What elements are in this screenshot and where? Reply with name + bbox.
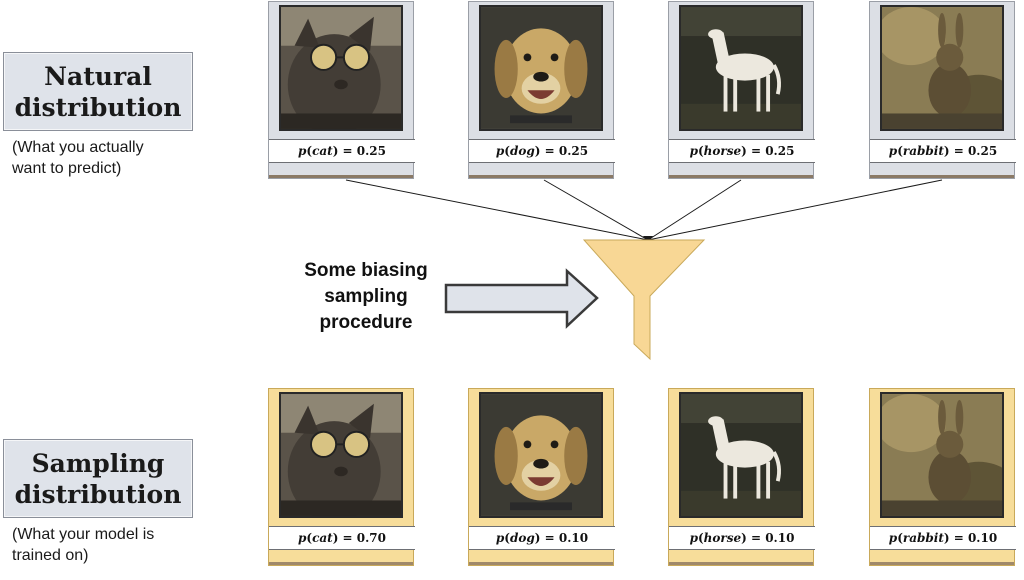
sampling-note-line2: trained on) <box>12 547 89 564</box>
card-strip <box>669 175 813 178</box>
sampling-card-cat: p(cat) = 0.70 <box>268 388 415 566</box>
biasing-arrow <box>444 268 599 329</box>
natural-note-line2: want to predict) <box>12 160 122 177</box>
card-strip <box>269 562 413 565</box>
natural-prob-dog: p(dog) = 0.25 <box>469 139 615 163</box>
connector-arrowhead <box>643 236 653 243</box>
horse-photo <box>679 5 803 131</box>
connector-cat <box>345 179 649 241</box>
natural-prob-cat: p(cat) = 0.25 <box>269 139 415 163</box>
horse-photo <box>679 392 803 518</box>
process-line3: procedure <box>319 312 413 333</box>
sampling-prob-horse: p(horse) = 0.10 <box>669 526 815 550</box>
sampling-card-dog: p(dog) = 0.10 <box>468 388 615 566</box>
card-strip <box>870 175 1014 178</box>
natural-card-rabbit: p(rabbit) = 0.25 <box>869 1 1016 179</box>
process-line1: Some biasing <box>304 260 428 281</box>
biasing-procedure-label: Some biasing sampling procedure <box>282 258 450 336</box>
sampling-prob-dog: p(dog) = 0.10 <box>469 526 615 550</box>
cat-photo <box>279 392 403 518</box>
natural-card-horse: p(horse) = 0.25 <box>668 1 815 179</box>
card-strip <box>469 562 613 565</box>
sampling-card-rabbit: p(rabbit) = 0.10 <box>869 388 1016 566</box>
natural-distribution-title: Natural distribution <box>3 52 193 131</box>
sampling-distribution-title: Sampling distribution <box>3 439 193 518</box>
natural-note-line1: (What you actually <box>12 139 144 156</box>
natural-title-line2: distribution <box>14 92 182 122</box>
natural-prob-rabbit: p(rabbit) = 0.25 <box>870 139 1016 163</box>
natural-distribution-note: (What you actually want to predict) <box>12 137 144 179</box>
dog-photo <box>479 392 603 518</box>
sampling-note-line1: (What your model is <box>12 526 155 543</box>
sampling-distribution-note: (What your model is trained on) <box>12 524 154 566</box>
card-strip <box>669 562 813 565</box>
natural-card-dog: p(dog) = 0.25 <box>468 1 615 179</box>
card-strip <box>469 175 613 178</box>
natural-prob-horse: p(horse) = 0.25 <box>669 139 815 163</box>
dog-photo <box>479 5 603 131</box>
natural-card-cat: p(cat) = 0.25 <box>268 1 415 179</box>
sampling-prob-rabbit: p(rabbit) = 0.10 <box>870 526 1016 550</box>
rabbit-photo <box>880 392 1004 518</box>
sampling-card-horse: p(horse) = 0.10 <box>668 388 815 566</box>
connector-horse <box>647 179 742 241</box>
sampling-title-line1: Sampling <box>31 448 165 478</box>
funnel <box>582 239 706 361</box>
process-line2: sampling <box>324 286 408 307</box>
cat-photo <box>279 5 403 131</box>
connector-dog <box>543 179 649 241</box>
card-strip <box>870 562 1014 565</box>
natural-title-line1: Natural <box>44 61 152 91</box>
rabbit-photo <box>880 5 1004 131</box>
sampling-title-line2: distribution <box>14 479 182 509</box>
connector-rabbit <box>647 179 943 241</box>
sampling-prob-cat: p(cat) = 0.70 <box>269 526 415 550</box>
card-strip <box>269 175 413 178</box>
